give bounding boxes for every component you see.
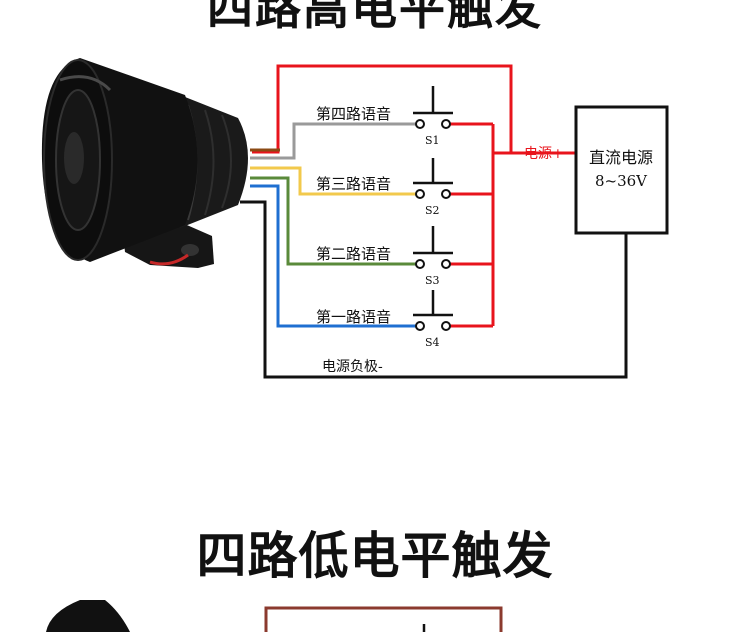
negative-wire — [240, 200, 628, 379]
positive-top-wire — [252, 64, 513, 155]
wire-ch4 — [250, 122, 418, 160]
channel-label-2: 第二路语音 — [316, 245, 391, 263]
wire-ch3 — [250, 166, 418, 196]
power-plus-label: 电源+ — [524, 146, 564, 162]
bottom-title: 四路低电平触发 — [196, 527, 554, 585]
wire-ch1 — [250, 184, 418, 328]
wire-ch2 — [250, 176, 418, 266]
switch-label-s3: S2 — [425, 204, 440, 217]
channel-label-3: 第三路语音 — [316, 175, 391, 193]
top-title: 四路高电平触发 — [207, 0, 543, 35]
switch-s3 — [413, 158, 453, 199]
switch-label-s2: S3 — [425, 274, 440, 287]
switch-s1 — [413, 290, 453, 331]
bottom-wire-loop — [264, 606, 503, 632]
power-supply-box — [574, 105, 669, 235]
switch-s4 — [413, 86, 453, 129]
bottom-horn-speaker — [46, 600, 130, 632]
switch-s2 — [413, 226, 453, 269]
horn-speaker — [41, 58, 248, 268]
power-supply-voltage: 8~36V — [595, 172, 648, 190]
power-minus-label: 电源负极- — [322, 359, 383, 375]
channel-label-4: 第四路语音 — [316, 105, 391, 123]
channel-label-1: 第一路语音 — [316, 308, 391, 326]
switch-label-s1: S4 — [425, 336, 440, 349]
switch-label-s4: S1 — [425, 134, 440, 147]
power-supply-name: 直流电源 — [589, 148, 653, 167]
